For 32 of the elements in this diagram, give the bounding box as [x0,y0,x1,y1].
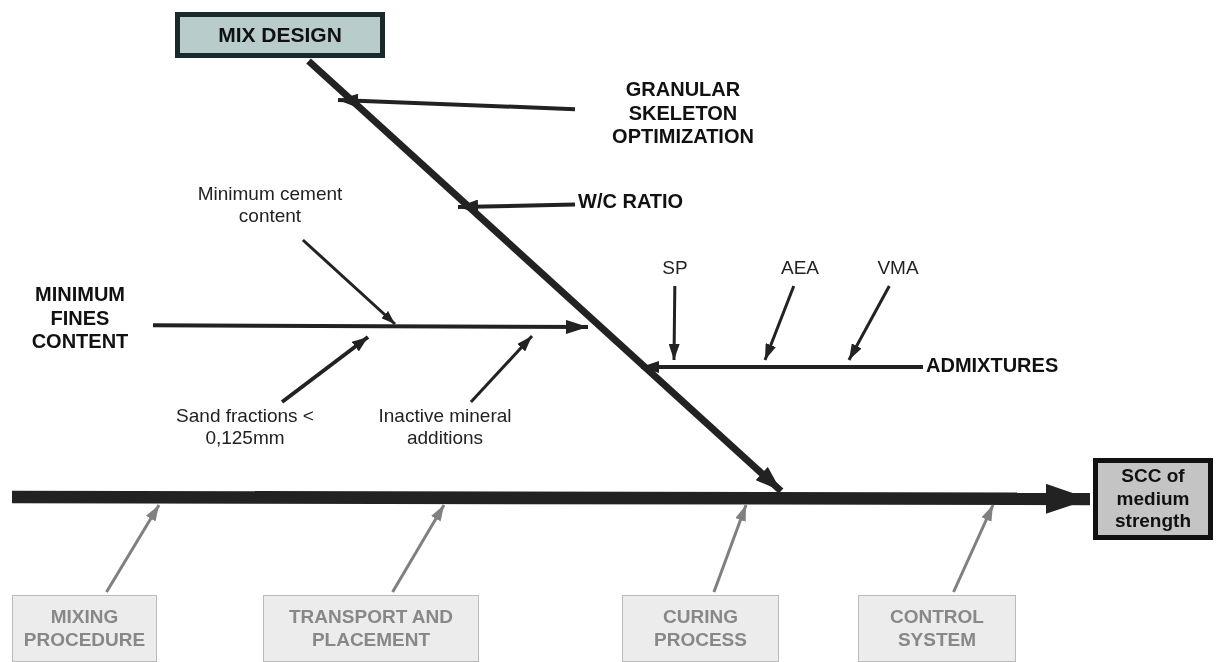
bone-arrow [337,93,576,112]
bone-arrow [153,319,588,334]
cause-label: MINIMUM FINES CONTENT [10,283,150,367]
sub-cause-label: Sand fractions < 0,125mm [165,405,325,455]
factor-box: CONTROL SYSTEM [858,595,1016,662]
arrow [280,335,370,404]
sub-cause-label: Inactive mineral additions [355,405,535,455]
arrow [391,504,446,593]
arrow [301,238,396,326]
cause-label: GRANULAR SKELETON OPTIMIZATION [578,78,788,149]
arrow [105,504,161,593]
effect-box: SCC of medium strength [1093,458,1213,540]
cause-label: W/C RATIO [578,190,708,216]
sub-cause-label: AEA [775,257,825,283]
factor-box: TRANSPORT AND PLACEMENT [263,595,479,662]
bone-arrow [641,361,923,373]
arrow [763,285,796,361]
factor-box: CURING PROCESS [622,595,779,662]
cause-label: ADMIXTURES [926,354,1106,380]
arrow [952,504,995,593]
bone-arrow [457,199,576,214]
category-box: MIX DESIGN [175,12,385,58]
arrow [469,335,534,403]
sub-cause-label: SP [655,257,695,283]
factor-box: MIXING PROCEDURE [12,595,157,662]
arrow [712,504,748,593]
sub-cause-label: Minimum cement content [170,183,370,237]
bone-arrow [306,58,784,494]
spine-arrow [12,483,1090,514]
arrow [847,285,891,361]
sub-cause-label: VMA [868,257,928,283]
arrow [668,286,680,360]
